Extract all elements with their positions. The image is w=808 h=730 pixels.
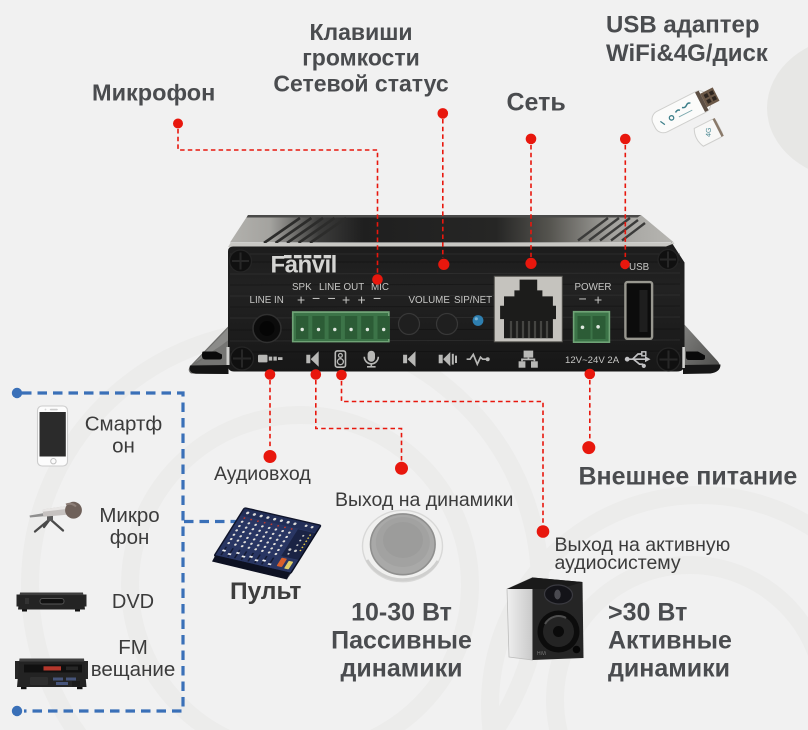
svg-text:LINE OUT: LINE OUT bbox=[319, 282, 364, 293]
svg-text:аудиосистему: аудиосистему bbox=[555, 552, 681, 574]
svg-text:Пассивные: Пассивные bbox=[331, 627, 472, 655]
svg-text:Клавиши: Клавиши bbox=[309, 19, 412, 45]
svg-text:вещание: вещание bbox=[91, 658, 176, 681]
svg-text:WiFi&4G/диск: WiFi&4G/диск bbox=[606, 40, 769, 67]
svg-text:+: + bbox=[342, 292, 350, 308]
svg-text:+: + bbox=[358, 292, 366, 308]
svg-text:Аудиовход: Аудиовход bbox=[214, 463, 311, 485]
svg-text:VOLUME: VOLUME bbox=[409, 295, 451, 306]
svg-text:12V~24V 2A: 12V~24V 2A bbox=[565, 355, 620, 366]
svg-text:Выход на динамики: Выход на динамики bbox=[335, 489, 513, 511]
svg-text:громкости: громкости bbox=[302, 45, 420, 71]
svg-text:Сетевой статус: Сетевой статус bbox=[273, 71, 448, 97]
svg-text:фон: фон bbox=[110, 526, 150, 549]
svg-text:−: − bbox=[373, 290, 381, 306]
svg-text:HiVi: HiVi bbox=[537, 651, 546, 657]
svg-text:DVD: DVD bbox=[112, 591, 154, 613]
svg-text:Внешнее питание: Внешнее питание bbox=[579, 463, 798, 491]
svg-text:−: − bbox=[312, 290, 320, 306]
svg-text:Сеть: Сеть bbox=[507, 89, 566, 117]
svg-text:Смартф: Смартф bbox=[85, 413, 163, 436]
svg-text:FM: FM bbox=[118, 636, 148, 659]
svg-text:Микрофон: Микрофон bbox=[92, 80, 215, 106]
svg-text:+: + bbox=[594, 292, 602, 308]
svg-text:динамики: динамики bbox=[341, 655, 463, 683]
svg-text:>30 Вт: >30 Вт bbox=[608, 599, 687, 627]
svg-text:динамики: динамики bbox=[608, 655, 730, 683]
svg-text:Выход на активную: Выход на активную bbox=[555, 534, 731, 556]
svg-text:LINE IN: LINE IN bbox=[250, 295, 284, 306]
svg-text:−: − bbox=[328, 290, 336, 306]
svg-text:4G: 4G bbox=[705, 127, 712, 137]
svg-text:USB адаптер: USB адаптер bbox=[606, 12, 760, 39]
svg-text:Пульт: Пульт bbox=[230, 578, 301, 605]
svg-text:Микро: Микро bbox=[99, 504, 159, 527]
svg-text:SPK: SPK bbox=[292, 282, 312, 293]
svg-text:POWER: POWER bbox=[575, 282, 612, 293]
svg-text:−: − bbox=[579, 291, 587, 307]
svg-text:USB: USB bbox=[629, 262, 650, 273]
svg-text:10-30 Вт: 10-30 Вт bbox=[351, 599, 452, 627]
svg-text:он: он bbox=[112, 435, 135, 458]
svg-text:MIC: MIC bbox=[371, 282, 389, 293]
svg-text:SIP/NET: SIP/NET bbox=[454, 295, 492, 306]
svg-text:+: + bbox=[297, 292, 305, 308]
svg-text:Активные: Активные bbox=[608, 627, 732, 655]
